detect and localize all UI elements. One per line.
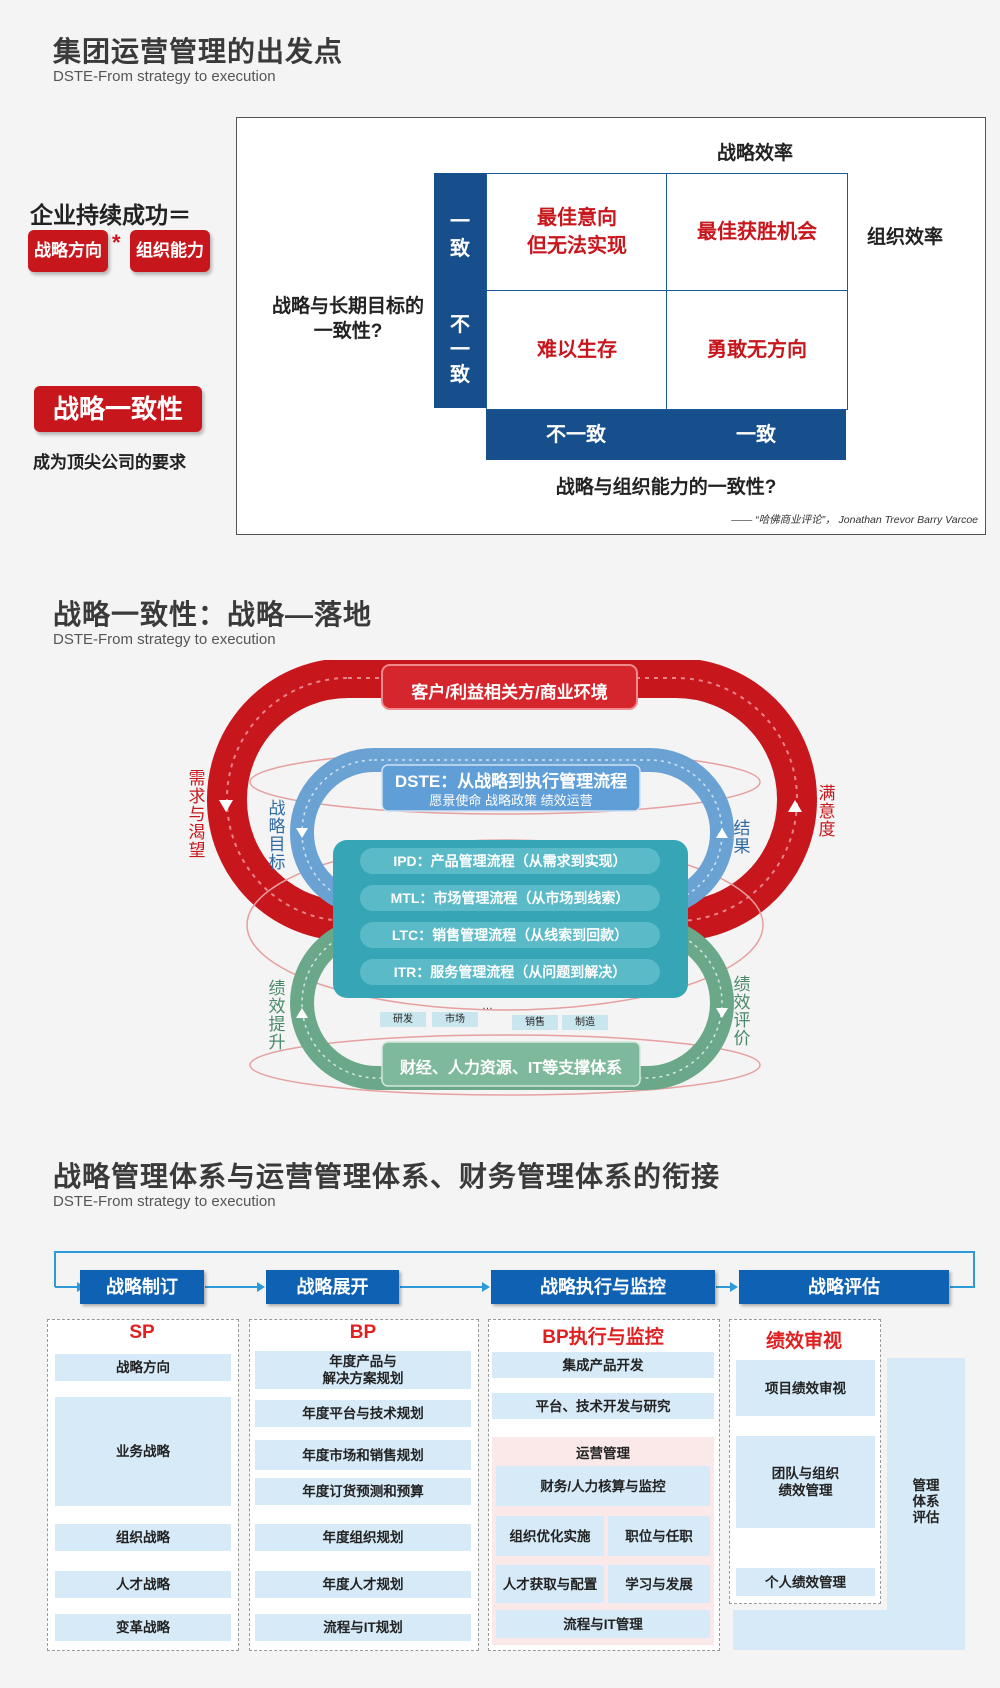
operations-label: 运营管理 bbox=[576, 1446, 630, 1461]
section2-title: 战略一致性：战略—落地 bbox=[53, 599, 373, 630]
dste-box bbox=[381, 764, 641, 812]
arrow-down-icon bbox=[296, 828, 308, 838]
support-label: 财经、人力资源、IT等支撑体系 bbox=[399, 1060, 623, 1077]
column-bp-execution-title: BP执行与监控 bbox=[542, 1327, 664, 1348]
matrix-bottom-label: 战略与组织能力的一致性? bbox=[555, 477, 777, 498]
mgmt-eval-label: 管理 体系 评估 bbox=[912, 1478, 940, 1525]
bp-exec-item: 组织优化实施 bbox=[496, 1516, 604, 1556]
matrix-left-label-line2: 一致性? bbox=[313, 321, 383, 342]
bp-exec-item: 人才获取与配置 bbox=[496, 1565, 604, 1603]
bp-exec-item: 学习与发展 bbox=[608, 1565, 710, 1603]
section1-title: 集团运营管理的出发点 bbox=[53, 36, 344, 67]
green-right-label: 绩 效 评 价 bbox=[733, 975, 751, 1048]
column-sp-title: SP bbox=[129, 1322, 155, 1343]
bp-exec-item: 财务/人力核算与监控 bbox=[496, 1466, 710, 1506]
tag-rd: 研发 bbox=[380, 1012, 426, 1027]
cell-best-win: 最佳获胜机会 bbox=[666, 173, 848, 291]
perf-item: 团队与组织 绩效管理 bbox=[736, 1436, 875, 1528]
cell-hard-survive: 难以生存 bbox=[486, 290, 668, 410]
dste-subtitle: 愿景使命 战略政策 绩效运营 bbox=[429, 793, 593, 808]
phase-deployment: 战略展开 bbox=[266, 1270, 399, 1304]
process-ipd: IPD：产品管理流程（从需求到实现） bbox=[360, 848, 660, 874]
mgmt-eval-block bbox=[887, 1358, 965, 1650]
support-box bbox=[381, 1041, 641, 1087]
orbit-ellipse-bottom bbox=[249, 1034, 761, 1096]
tag-manufacturing: 制造 bbox=[562, 1015, 608, 1030]
column-performance-title: 绩效审视 bbox=[765, 1331, 842, 1352]
section3-subtitle: DSTE-From strategy to execution bbox=[53, 1193, 276, 1210]
blue-left-label: 战 略 目 标 bbox=[268, 799, 286, 872]
customer-env-box bbox=[381, 664, 638, 710]
sp-item: 组织战略 bbox=[55, 1524, 231, 1551]
cell-brave-no-direction: 勇敢无方向 bbox=[666, 290, 848, 410]
process-ltc: LTC：销售管理流程（从线索到回款） bbox=[360, 922, 660, 948]
bp-exec-item: 流程与IT管理 bbox=[496, 1610, 710, 1638]
process-center-box bbox=[333, 840, 688, 998]
matrix-left-label: 战略与长期目标的 一致性? bbox=[258, 294, 438, 344]
section3-title: 战略管理体系与运营管理体系、财务管理体系的衔接 bbox=[53, 1161, 721, 1192]
process-itr: ITR：服务管理流程（从问题到解决） bbox=[360, 959, 660, 985]
tag-ellipsis: … bbox=[482, 1000, 493, 1012]
mgmt-eval-base bbox=[733, 1610, 893, 1650]
bp-exec-item: 职位与任职 bbox=[608, 1516, 710, 1556]
blue-right-label: 结 果 bbox=[733, 819, 751, 856]
arrow-down-icon bbox=[219, 800, 233, 812]
col-left-label: 不一致 bbox=[546, 424, 606, 446]
bp-item: 年度市场和销售规划 bbox=[255, 1440, 471, 1470]
dste-title: DSTE：从战略到执行管理流程 bbox=[394, 772, 628, 791]
section2-subtitle: DSTE-From strategy to execution bbox=[53, 631, 276, 648]
sp-item: 战略方向 bbox=[55, 1354, 231, 1381]
phase-execution: 战略执行与监控 bbox=[491, 1270, 715, 1304]
row-axis-bar bbox=[434, 173, 486, 408]
customer-env-label: 客户/利益相关方/商业环境 bbox=[411, 683, 608, 702]
phase-evaluation: 战略评估 bbox=[739, 1270, 949, 1304]
matrix-top-label: 战略效率 bbox=[716, 143, 793, 164]
bp-item: 年度平台与技术规划 bbox=[255, 1400, 471, 1427]
bp-item: 年度人才规划 bbox=[255, 1571, 471, 1598]
tag-market: 市场 bbox=[432, 1012, 478, 1027]
matrix-right-label: 组织效率 bbox=[866, 227, 943, 248]
tag-sales: 销售 bbox=[512, 1015, 558, 1030]
bp-exec-item: 平台、技术开发与研究 bbox=[492, 1393, 714, 1419]
bp-exec-item: 集成产品开发 bbox=[492, 1352, 714, 1378]
arrow-up-icon bbox=[296, 1008, 308, 1018]
green-left-label: 绩 效 提 升 bbox=[268, 979, 286, 1052]
row-top-label: 一 致 bbox=[450, 211, 470, 260]
section1-subtitle: DSTE-From strategy to execution bbox=[53, 68, 276, 85]
bp-item: 年度产品与 解决方案规划 bbox=[255, 1351, 471, 1389]
arrow-down-icon bbox=[716, 1008, 728, 1018]
factor-org-capability: 组织能力 bbox=[130, 230, 210, 272]
phase-formulation: 战略制订 bbox=[80, 1270, 204, 1304]
col-right-label: 一致 bbox=[736, 424, 776, 446]
perf-item: 个人绩效管理 bbox=[736, 1568, 875, 1596]
matrix-source: —— “哈佛商业评论”， Jonathan Trevor Barry Varco… bbox=[731, 514, 978, 526]
bp-item: 流程与IT规划 bbox=[255, 1614, 471, 1641]
arrow-up-icon bbox=[788, 800, 802, 812]
sp-item: 人才战略 bbox=[55, 1571, 231, 1598]
phase-connector bbox=[54, 1251, 975, 1292]
cell-best-intent: 最佳意向 但无法实现 bbox=[486, 173, 668, 291]
success-label: 企业持续成功＝ bbox=[30, 202, 191, 228]
multiply-sign: * bbox=[112, 230, 121, 255]
col-axis-bar: 不一致 一致 bbox=[486, 410, 846, 460]
row-bottom-label: 不 一 致 bbox=[450, 314, 470, 386]
bp-item: 年度订货预测和预算 bbox=[255, 1478, 471, 1505]
consistency-caption: 成为顶尖公司的要求 bbox=[33, 453, 186, 472]
factor-strategy-direction: 战略方向 bbox=[28, 230, 108, 272]
column-bp-title: BP bbox=[349, 1322, 377, 1343]
strategy-loop-diagram bbox=[207, 660, 817, 1096]
process-mtl: MTL：市场管理流程（从市场到线索） bbox=[360, 885, 660, 911]
arrow-up-icon bbox=[716, 828, 728, 838]
outer-right-label: 满 意 度 bbox=[818, 784, 836, 839]
sp-item: 业务战略 bbox=[55, 1397, 231, 1506]
consistency-badge: 战略一致性 bbox=[34, 386, 202, 432]
bp-item: 年度组织规划 bbox=[255, 1524, 471, 1551]
outer-left-label: 需 求 与 渴 望 bbox=[188, 769, 206, 860]
matrix-left-label-line1: 战略与长期目标的 bbox=[271, 296, 424, 317]
perf-item: 项目绩效审视 bbox=[736, 1360, 875, 1416]
sp-item: 变革战略 bbox=[55, 1614, 231, 1641]
